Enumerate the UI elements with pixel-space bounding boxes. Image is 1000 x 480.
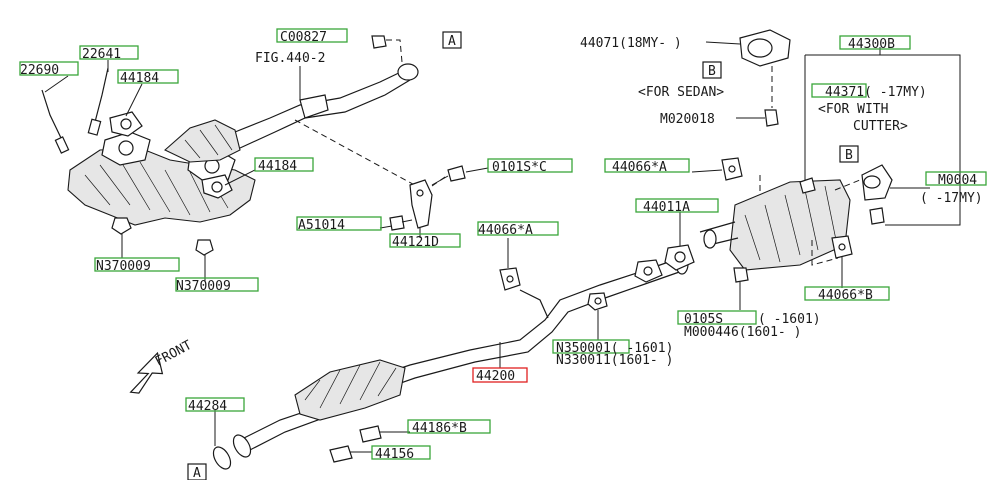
callout-44300b[interactable]: 44300B	[839, 35, 911, 52]
oxygen-sensor-22641	[87, 67, 109, 136]
callout-m000446[interactable]: M000446(1601- )	[684, 325, 801, 340]
svg-text:44186*B: 44186*B	[412, 421, 467, 436]
callout-0105s[interactable]: 0105S	[677, 310, 757, 327]
svg-text:A: A	[193, 466, 201, 480]
callout-n350001[interactable]: N350001( -1601)	[552, 339, 673, 356]
svg-text:N370009: N370009	[96, 259, 151, 274]
nut-n370009-b	[195, 239, 214, 256]
rubber-mount-44066-a-right	[721, 157, 743, 181]
svg-text:44184: 44184	[258, 159, 297, 174]
svg-text:44066*A: 44066*A	[612, 160, 667, 175]
callout-m020018[interactable]: M020018	[660, 112, 715, 127]
callout-0101s-c[interactable]: 0101S*C	[487, 158, 573, 175]
svg-text:44300B: 44300B	[848, 37, 895, 52]
callout-a51014[interactable]: A51014	[296, 216, 382, 233]
callout-44121d[interactable]: 44121D	[389, 233, 461, 250]
svg-text:22641: 22641	[82, 47, 121, 62]
ref-box-b-cutter[interactable]: B	[839, 145, 859, 163]
callout-44200[interactable]: 44200	[472, 367, 528, 384]
svg-text:44200: 44200	[476, 369, 515, 384]
svg-text:44371( -17MY): 44371( -17MY)	[825, 85, 927, 100]
callout-c00827[interactable]: C00827	[276, 28, 348, 45]
callout-22641[interactable]: 22641	[79, 45, 139, 62]
callout-n330011[interactable]: N330011(1601- )	[556, 353, 673, 368]
cutter-44371	[861, 164, 893, 201]
svg-text:44284: 44284	[188, 399, 227, 414]
svg-text:M0004: M0004	[938, 173, 977, 188]
callout-44184-top[interactable]: 44184	[117, 69, 179, 86]
tail-cover-44071	[739, 29, 791, 67]
ref-box-a-bottom[interactable]: A	[187, 463, 207, 480]
0105s-note: ( -1601)	[758, 312, 821, 327]
cutter-note: CUTTER>	[853, 119, 908, 134]
nut-n350001	[587, 292, 608, 311]
callout-n370009-a[interactable]: N370009	[94, 257, 180, 274]
gasket-44284	[212, 446, 232, 470]
fig-reference-label[interactable]: FIG.440-2	[255, 51, 325, 66]
callout-44156[interactable]: 44156	[371, 445, 431, 462]
gasket-44184-top	[109, 111, 143, 137]
rubber-mount-44066-b	[831, 235, 853, 259]
bolt-m020018	[764, 109, 779, 127]
rubber-mount-44066-a-left	[499, 267, 521, 291]
svg-text:N370009: N370009	[176, 279, 231, 294]
bolt-44186-b	[359, 425, 382, 443]
callout-44066-a-left[interactable]: 44066*A	[477, 221, 559, 238]
callout-44186-b[interactable]: 44186*B	[407, 419, 491, 436]
bolt-m0004	[869, 207, 885, 225]
svg-text:B: B	[708, 64, 716, 79]
for-sedan-note: <FOR SEDAN>	[638, 85, 724, 100]
callout-44066-b[interactable]: 44066*B	[804, 286, 890, 303]
oxygen-sensor-22690	[41, 89, 70, 154]
front-direction-arrow-icon	[129, 351, 164, 394]
callout-m0004[interactable]: M0004	[925, 171, 987, 188]
nut-n370009-a	[111, 217, 132, 235]
callout-44371[interactable]: 44371( -17MY)	[811, 83, 927, 100]
svg-text:A: A	[448, 34, 456, 49]
callout-22690[interactable]: 22690	[19, 61, 79, 78]
ref-box-b-sedan[interactable]: B	[702, 61, 722, 79]
bolt-a51014	[389, 215, 413, 231]
svg-text:44066*A: 44066*A	[478, 223, 533, 238]
front-label: FRONT	[153, 338, 195, 370]
leader-lines	[44, 41, 961, 453]
bracket-44121d	[409, 179, 433, 229]
svg-text:B: B	[845, 148, 853, 163]
gasket-44184-mid	[201, 174, 233, 199]
svg-text:0101S*C: 0101S*C	[492, 160, 547, 175]
gasket-44156	[329, 445, 353, 463]
callout-44184-mid[interactable]: 44184	[254, 157, 314, 174]
svg-text:44156: 44156	[375, 447, 414, 462]
svg-text:44011A: 44011A	[643, 200, 690, 215]
callout-44011a[interactable]: 44011A	[635, 198, 719, 215]
callout-44066-a-right[interactable]: 44066*A	[604, 158, 690, 175]
front-exhaust-pipe-44200	[232, 253, 689, 458]
gasket-flange-center	[634, 259, 663, 283]
exhaust-manifold-assembly	[67, 63, 419, 226]
svg-text:C00827: C00827	[280, 30, 327, 45]
svg-text:0105S: 0105S	[684, 312, 723, 327]
ref-box-a-top[interactable]: A	[442, 31, 462, 49]
gasket-44011a	[664, 244, 695, 271]
rear-muffler-44300b	[699, 177, 851, 271]
svg-text:A51014: A51014	[298, 218, 345, 233]
svg-text:44184: 44184	[120, 71, 159, 86]
callout-44284[interactable]: 44284	[185, 397, 245, 414]
m0004-note: ( -17MY)	[920, 191, 983, 206]
svg-text:22690: 22690	[20, 63, 59, 78]
svg-text:44066*B: 44066*B	[818, 288, 873, 303]
callout-n370009-b[interactable]: N370009	[175, 277, 259, 294]
svg-text:N350001( -1601): N350001( -1601)	[556, 341, 673, 356]
callout-44071[interactable]: 44071(18MY- )	[580, 36, 682, 51]
for-with-cutter-note: <FOR WITH	[818, 102, 888, 117]
svg-text:44121D: 44121D	[392, 235, 439, 250]
bolt-0101s-c	[431, 165, 466, 186]
bolt-0105s	[733, 267, 749, 310]
bolt-c00827	[371, 35, 387, 49]
